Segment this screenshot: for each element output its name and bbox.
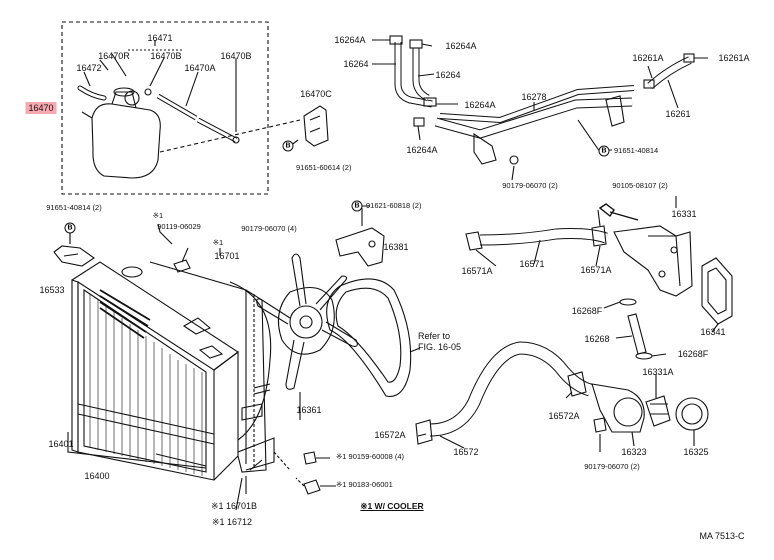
clamp-16572A-left [415, 419, 433, 445]
fan-hub [277, 286, 335, 355]
circle-b-marker: B [64, 222, 76, 234]
label-16268F-top: 16268F [571, 306, 603, 316]
label-star-90119: ※1 [152, 211, 164, 220]
label-16268: 16268 [584, 334, 610, 344]
label-90119: 90119-06029 [157, 222, 201, 231]
label-16268F-bottom: 16268F [677, 349, 709, 359]
label-16470A: 16470A [184, 63, 216, 73]
water-inlet-16331 [613, 225, 693, 297]
drive-belt [326, 278, 412, 398]
label-91621: 91621-60818 (2) [366, 201, 422, 210]
label-91651-40814-left: 91651-40814 (2) [46, 203, 102, 212]
label-16264-left: 16264 [343, 59, 369, 69]
label-16571: 16571 [519, 259, 545, 269]
label-16572: 16572 [453, 447, 479, 457]
label-16261A-right: 16261A [718, 53, 750, 63]
label-16401: 16401 [48, 439, 74, 449]
label-16571A-left: 16571A [461, 266, 493, 276]
label-90179-bottom: 90179-06070 (2) [584, 462, 640, 471]
fan-shroud [149, 261, 267, 473]
label-16471: 16471 [147, 33, 173, 43]
reservoir-cap [124, 90, 140, 106]
label-diagram-code: MA 7513-C [699, 531, 745, 541]
label-16572A-right: 16572A [548, 411, 580, 421]
label-16361: 16361 [296, 405, 322, 415]
label-90105: 90105-08107 (2) [612, 181, 668, 190]
label-16712: ※1 16712 [211, 517, 253, 527]
label-90183: ※1 90183-06001 [336, 480, 393, 489]
gasket-16325 [675, 397, 709, 431]
label-16325: 16325 [683, 447, 709, 457]
thermostat-16331A [645, 395, 671, 427]
label-16470R: 16470R [98, 51, 130, 61]
reservoir-tank [91, 103, 161, 179]
thermostat-housing [591, 383, 645, 433]
reservoir-group-box [61, 21, 269, 195]
label-91651-40814-right: 91651-40814 [614, 146, 659, 155]
label-16470B-left: 16470B [150, 51, 182, 61]
label-16470C: 16470C [300, 89, 332, 99]
label-refer: Refer to FIG. 16-05 [418, 331, 462, 352]
circle-b-marker: B [282, 140, 294, 152]
label-16533: 16533 [39, 285, 65, 295]
label-16341: 16341 [700, 327, 726, 337]
label-16470: 16470 [25, 102, 57, 114]
label-16264A-2: 16264A [445, 41, 477, 51]
label-90179-top: 90179-06070 (2) [502, 181, 558, 190]
label-16701B: ※1 16701B [210, 501, 258, 511]
clamp-16571A-left [465, 231, 483, 251]
radiator-core [71, 279, 79, 453]
clamp-16571A-right [591, 225, 607, 247]
label-16571A-right: 16571A [580, 265, 612, 275]
circle-b-marker: B [351, 200, 363, 212]
oring-16268F [619, 298, 637, 306]
clamp-16572A-right [567, 371, 587, 397]
label-16472: 16472 [76, 63, 102, 73]
label-star-16701: ※1 [212, 238, 224, 247]
label-16331A: 16331A [642, 367, 674, 377]
pipe-flange [473, 132, 497, 165]
label-16331: 16331 [671, 209, 697, 219]
label-16323: 16323 [621, 447, 647, 457]
bracket-16381 [335, 227, 385, 267]
label-90159: ※1 90159-60008 (4) [336, 452, 404, 461]
gasket-16341 [701, 257, 733, 325]
clip-16533 [53, 245, 95, 267]
label-16261A-left: 16261A [632, 53, 664, 63]
label-16381: 16381 [383, 242, 409, 252]
pipe-16268 [627, 313, 647, 355]
bolt-90159 [303, 451, 317, 465]
nut-90183 [303, 479, 321, 495]
circle-b-marker: B [598, 145, 610, 157]
label-91651-60614: 91651-60614 (2) [296, 163, 352, 172]
bracket-16470C [303, 105, 329, 147]
label-16264A-3: 16264A [464, 100, 496, 110]
bolt-90105 [598, 203, 639, 221]
label-16264A-4: 16264A [406, 145, 438, 155]
label-16572A-left: 16572A [374, 430, 406, 440]
label-16400: 16400 [84, 471, 110, 481]
label-16470B-right: 16470B [220, 51, 252, 61]
label-16264A-1: 16264A [334, 35, 366, 45]
label-16264-right: 16264 [435, 70, 461, 80]
bolt-90119 [173, 247, 191, 273]
label-90179-fan: 90179-06070 (4) [241, 224, 297, 233]
label-cooler-note: ※1 W/ COOLER [360, 501, 424, 511]
label-16701: 16701 [214, 251, 240, 261]
label-16278: 16278 [521, 92, 547, 102]
radiator-cap [121, 266, 143, 278]
label-16261: 16261 [665, 109, 691, 119]
